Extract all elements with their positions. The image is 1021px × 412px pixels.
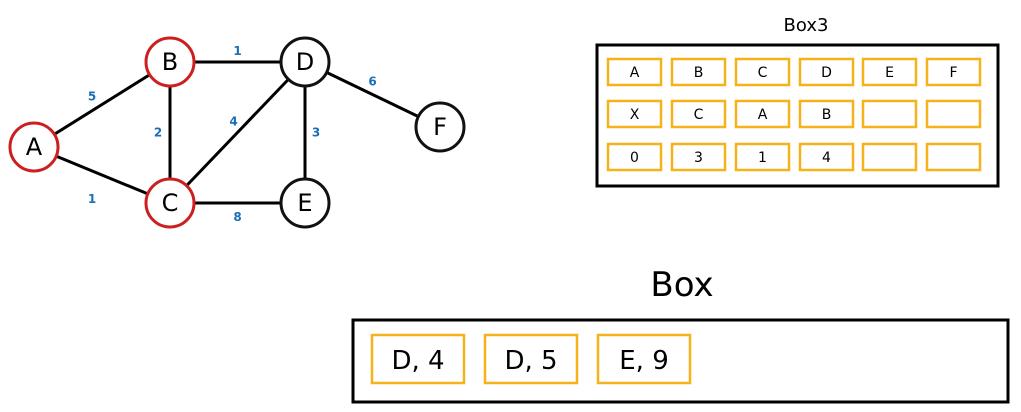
box3-cell-r2-c2	[734, 142, 791, 172]
box3-cell-r2-c1	[670, 142, 727, 172]
box3-cell-r2-c5	[925, 142, 982, 172]
edge-weight-d-f: 6	[368, 75, 376, 89]
box3-cell-text-r2-c1: 3	[694, 150, 703, 166]
box3-cell-text-r2-c0: 0	[630, 150, 639, 166]
node-b-circle	[144, 36, 196, 88]
box3-cell-r0-c0	[606, 57, 663, 87]
box3-cell-text-r0-c3: D	[821, 65, 832, 81]
box3-cell-text-r1-c2: A	[758, 107, 768, 123]
box3-cell-r1-c4	[861, 99, 918, 129]
box3-cell-text-r0-c1: B	[694, 65, 704, 81]
box3-cell-r1-c1	[670, 99, 727, 129]
box-item-text-1: D, 5	[504, 346, 557, 376]
box3-cell-text-r0-c2: C	[758, 65, 768, 81]
box3-cell-r0-c2	[734, 57, 791, 87]
node-a-label: A	[26, 133, 43, 161]
box3-cell-r1-c0	[606, 99, 663, 129]
edge-weight-c-d: 4	[229, 115, 237, 129]
box3-cell-r1-c3	[798, 99, 855, 129]
edge-c-d	[168, 60, 307, 205]
node-e-label: E	[297, 189, 312, 217]
box3-cell-r2-c3	[798, 142, 855, 172]
box3-cell-text-r0-c0: A	[630, 65, 640, 81]
graph-nodes: A B C D E F	[8, 36, 466, 229]
node-d-circle	[279, 36, 331, 88]
box3-cell-r2-c4	[861, 142, 918, 172]
edge-weight-c-e: 8	[233, 210, 241, 224]
node-c-label: C	[162, 189, 179, 217]
box-title: Box	[650, 265, 713, 305]
node-f-circle	[414, 101, 466, 153]
box3-panel: Box3 A B C D E F X C A B 0 3 1 4	[595, 15, 1000, 188]
box-items: D, 4 D, 5 E, 9	[370, 333, 692, 385]
box3-cell-r0-c4	[861, 57, 918, 87]
box-panel: Box D, 4 D, 5 E, 9	[351, 265, 1010, 404]
node-e-circle	[279, 177, 331, 229]
edge-weight-a-b: 5	[88, 90, 96, 104]
edge-weight-b-d: 1	[233, 44, 241, 58]
box3-cell-r1-c5	[925, 99, 982, 129]
node-c-circle	[144, 177, 196, 229]
node-f-label: F	[433, 113, 447, 141]
box-item-text-2: E, 9	[619, 346, 669, 376]
box-item-2	[596, 333, 692, 385]
box3-cell-r2-c0	[606, 142, 663, 172]
box-item-text-0: D, 4	[391, 346, 444, 376]
box3-cell-r0-c3	[798, 57, 855, 87]
box3-cell-text-r0-c5: F	[949, 65, 957, 81]
box3-title: Box3	[784, 15, 829, 36]
edge-a-b	[33, 60, 171, 149]
box3-table: A B C D E F X C A B 0 3 1 4	[606, 57, 982, 172]
graph-edge-weights: 5 1 2 1 4 8 3 6	[88, 44, 377, 224]
node-d-label: D	[296, 48, 314, 76]
box3-cell-text-r0-c4: E	[885, 65, 894, 81]
graph-edges	[33, 60, 441, 205]
edge-weight-a-c: 1	[88, 192, 96, 206]
box3-cell-text-r1-c0: X	[630, 107, 640, 123]
edge-weight-b-c: 2	[154, 126, 162, 140]
box3-cell-r0-c1	[670, 57, 727, 87]
box3-cell-text-r1-c1: C	[694, 107, 704, 123]
box3-cell-text-r2-c3: 4	[822, 150, 831, 166]
box-item-0	[370, 333, 466, 385]
node-b-label: B	[162, 48, 178, 76]
box3-cell-text-r2-c2: 1	[758, 150, 767, 166]
box3-cell-r1-c2	[734, 99, 791, 129]
box3-cell-text-r1-c3: B	[822, 107, 832, 123]
box3-cell-r0-c5	[925, 57, 982, 87]
node-a-circle	[8, 121, 60, 173]
edge-weight-d-e: 3	[312, 126, 320, 140]
box-item-1	[483, 333, 579, 385]
